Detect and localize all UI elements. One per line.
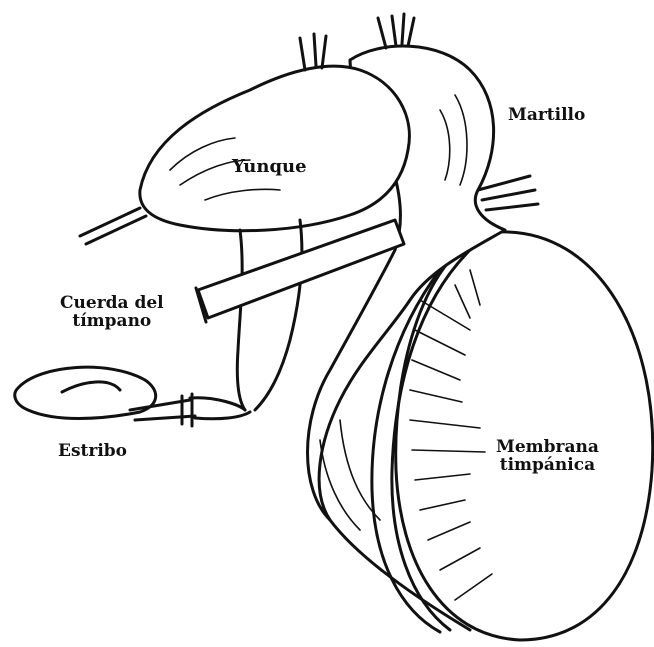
label-membrana-timpanica: Membrana timpánica <box>496 438 599 474</box>
label-cuerda-line1: Cuerda del <box>60 294 164 312</box>
label-yunque: Yunque <box>232 158 307 176</box>
label-cuerda-line2: tímpano <box>60 312 164 330</box>
stapes <box>15 367 250 426</box>
label-martillo: Martillo <box>508 106 585 124</box>
label-estribo: Estribo <box>58 442 127 460</box>
label-membrana-line1: Membrana <box>496 438 599 456</box>
label-membrana-line2: timpánica <box>496 456 599 474</box>
label-cuerda-del-timpano: Cuerda del tímpano <box>60 294 164 330</box>
